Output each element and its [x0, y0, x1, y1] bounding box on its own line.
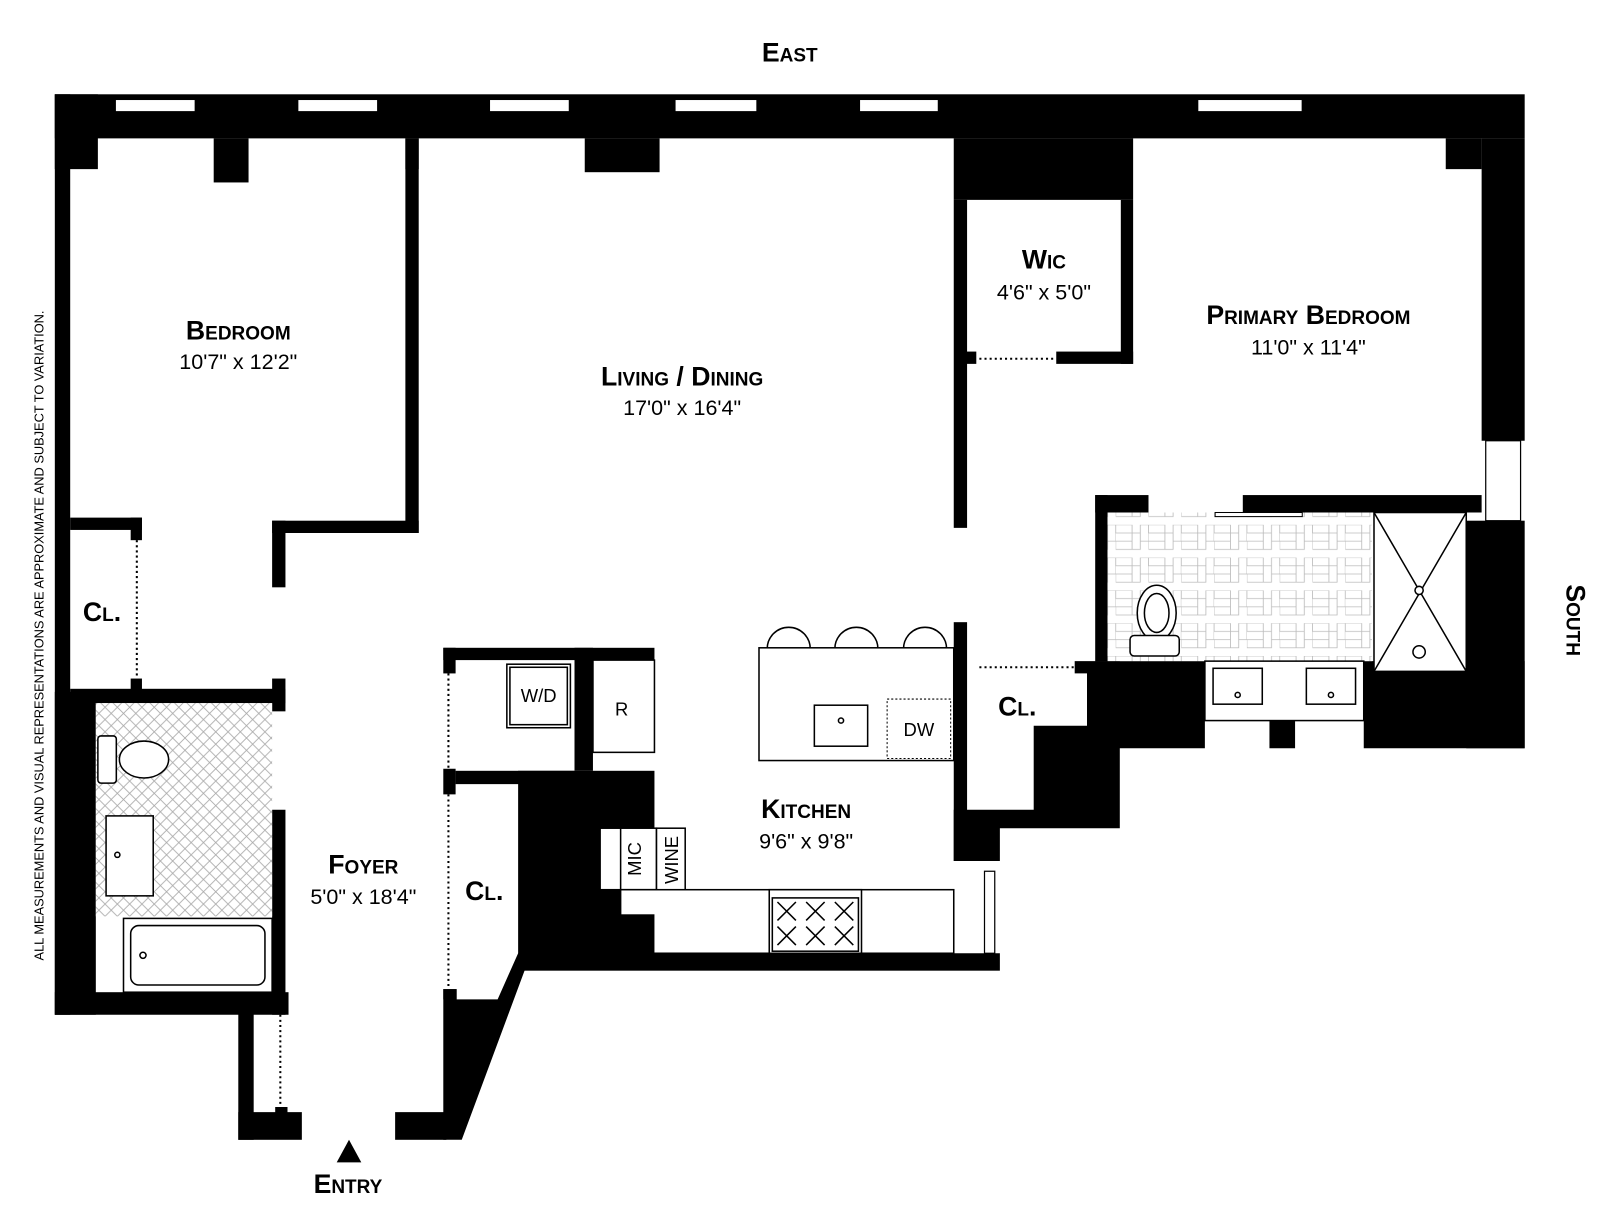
- sink-icon: [105, 815, 154, 897]
- room-name: Foyer: [328, 849, 398, 879]
- room-wic: Wic 4'6" x 5'0": [997, 245, 1091, 305]
- toilet-icon: [97, 735, 170, 784]
- secondary-bathroom: [95, 703, 273, 993]
- room-name: Living / Dining: [601, 361, 763, 391]
- dishwasher-label: DW: [904, 719, 935, 740]
- closet-primary-label: Cl.: [998, 691, 1036, 721]
- primary-bathroom: [1107, 511, 1468, 722]
- bar-stools-icon: [766, 626, 948, 650]
- dishwasher-icon: DW: [886, 698, 952, 760]
- room-size: 10'7" x 12'2": [179, 350, 297, 374]
- room-size: 17'0" x 16'4": [623, 396, 741, 420]
- room-size: 4'6" x 5'0": [997, 280, 1091, 304]
- double-vanity-icon: [1204, 660, 1365, 722]
- entry-arrow-icon: [336, 1139, 362, 1163]
- room-primary-bedroom: Primary Bedroom 11'0" x 11'4": [1206, 300, 1410, 360]
- washer-dryer-label: W/D: [521, 685, 557, 706]
- closet-foyer-label: Cl.: [465, 876, 503, 906]
- kitchen-fixtures: W/D R DW MIC WINE: [506, 626, 955, 955]
- shower-icon: [1373, 511, 1468, 673]
- room-size: 5'0" x 18'4": [310, 885, 416, 909]
- kitchen-island: DW: [758, 647, 955, 762]
- room-kitchen: Kitchen 9'6" x 9'8": [759, 794, 853, 854]
- room-name: Bedroom: [186, 315, 291, 345]
- refrigerator-icon: R: [592, 659, 656, 754]
- stove-icon: [768, 888, 863, 955]
- room-bedroom: Bedroom 10'7" x 12'2": [179, 315, 297, 374]
- entry-label: Entry: [314, 1169, 383, 1199]
- room-foyer: Foyer 5'0" x 18'4": [310, 849, 416, 909]
- room-name: Wic: [1022, 245, 1066, 275]
- toilet-icon: [1129, 584, 1181, 657]
- disclaimer: ALL MEASUREMENTS AND VISUAL REPRESENTATI…: [32, 311, 47, 961]
- refrigerator-label: R: [615, 698, 628, 719]
- bathtub-icon: [122, 917, 273, 993]
- wine-label: WINE: [661, 836, 682, 884]
- walls: [54, 94, 1525, 1140]
- orientation-south: South: [1561, 584, 1591, 656]
- room-name: Primary Bedroom: [1206, 300, 1410, 330]
- room-size: 11'0" x 11'4": [1251, 336, 1366, 360]
- closet-bedroom-label: Cl.: [83, 597, 121, 627]
- room-name: Kitchen: [761, 794, 851, 824]
- orientation-east: East: [762, 38, 818, 68]
- washer-dryer-icon: W/D: [506, 663, 572, 729]
- door-openings: [135, 357, 1075, 1107]
- sink-icon: [813, 704, 869, 747]
- microwave-label: MIC: [624, 842, 645, 876]
- room-size: 9'6" x 9'8": [759, 830, 853, 854]
- room-living-dining: Living / Dining 17'0" x 16'4": [601, 361, 763, 420]
